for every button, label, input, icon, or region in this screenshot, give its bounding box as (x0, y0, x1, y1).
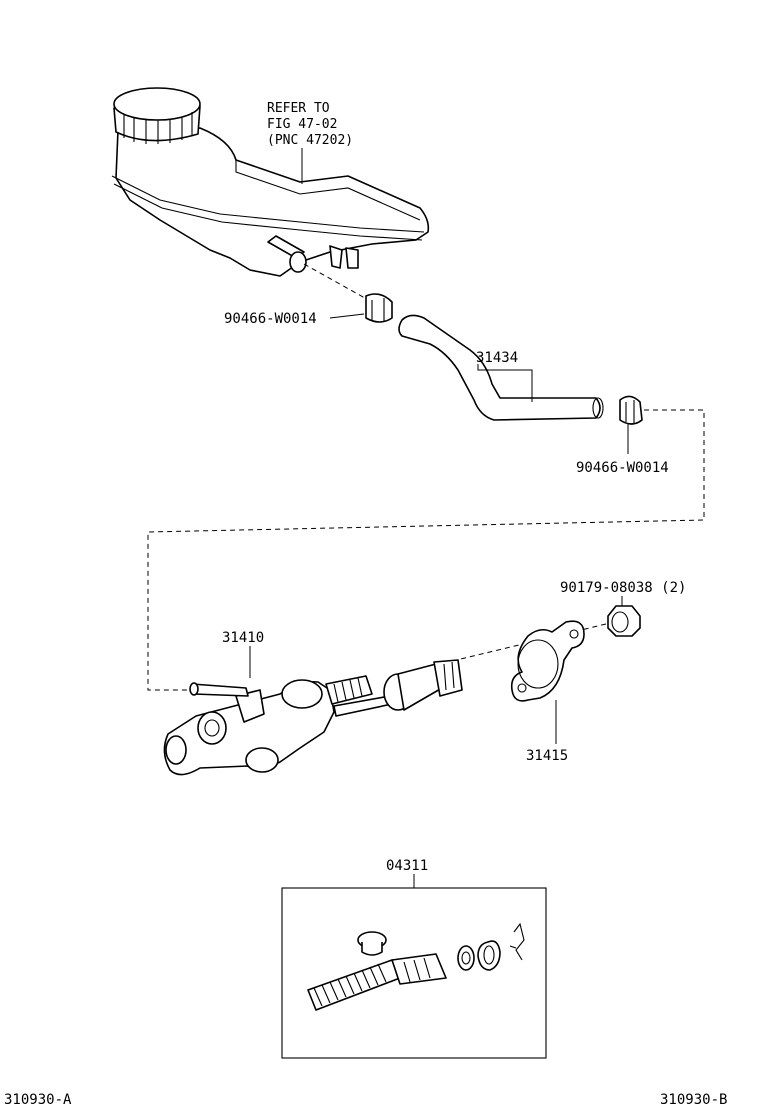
reservoir-hose (398, 314, 604, 421)
part-label-gasket: 31415 (526, 748, 568, 764)
reference-note-line2: FIG 47-02 (267, 117, 337, 132)
part-label-master-cylinder: 31410 (222, 630, 264, 646)
nut (607, 605, 641, 637)
gasket (510, 620, 585, 702)
reference-note-line3: (PNC 47202) (267, 133, 353, 148)
piston-assembly (307, 953, 447, 1011)
footer-code-left: 310930-A (4, 1092, 72, 1108)
snap-ring (477, 940, 501, 971)
seal-ring (457, 945, 475, 971)
part-label-clip-lower: 90466-W0014 (576, 460, 669, 476)
part-label-nut: 90179-08038 (2) (560, 580, 686, 596)
hose-clip-lower (619, 395, 643, 425)
hose-clip-upper (365, 293, 393, 323)
retaining-clip (509, 922, 525, 961)
master-cylinder (163, 659, 463, 776)
reservoir-plug (357, 931, 387, 956)
footer-code-right: 310930-B (660, 1092, 727, 1108)
reservoir-tank (111, 87, 430, 277)
part-label-repair-kit: 04311 (386, 858, 428, 874)
repair-kit-box (281, 887, 547, 1059)
part-label-clip-upper: 90466-W0014 (224, 311, 317, 327)
repair-kit-contents (307, 922, 525, 1011)
part-label-hose: 31434 (476, 350, 518, 366)
reference-note-line1: REFER TO (267, 101, 330, 116)
reservoir-cap (113, 87, 201, 144)
